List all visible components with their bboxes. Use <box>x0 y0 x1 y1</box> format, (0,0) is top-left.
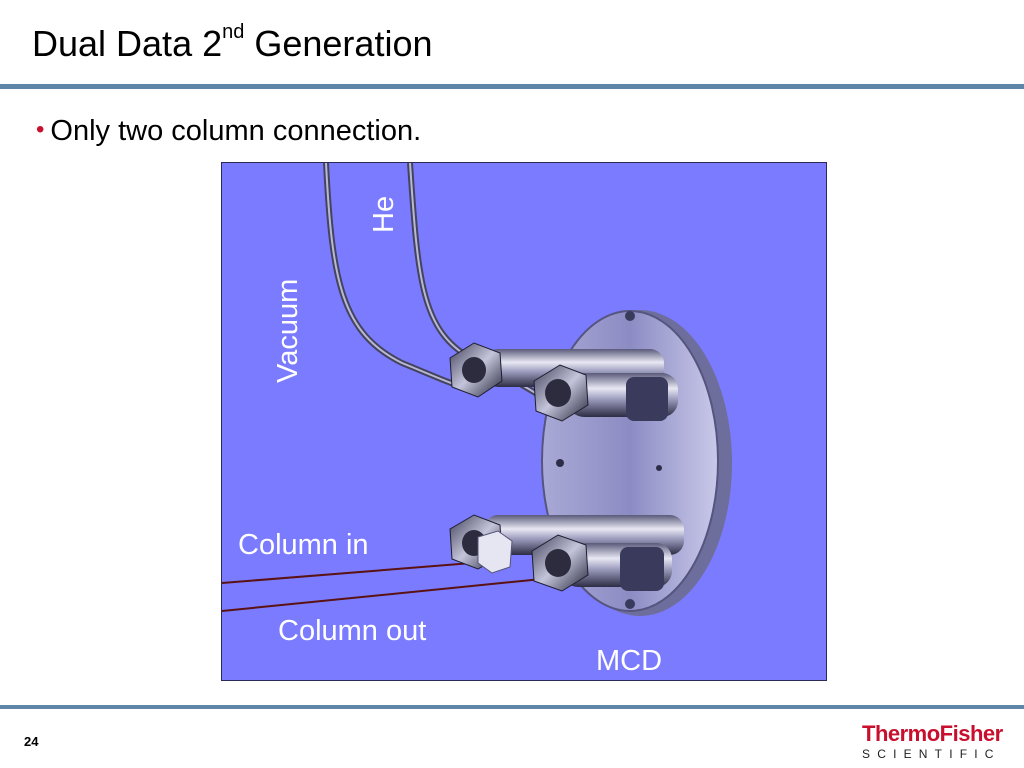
upper-fittings <box>449 342 678 422</box>
he-label: He <box>368 195 400 233</box>
slide-title: Dual Data 2nd Generation <box>32 20 432 68</box>
bullet-marker: • <box>36 116 45 143</box>
column-out-label: Column out <box>278 615 427 647</box>
capillary-lines <box>222 163 563 612</box>
bullet-item: •Only two column connection. <box>36 112 421 149</box>
vacuum-label: Vacuum <box>272 278 304 383</box>
logo-subtext: SCIENTIFIC <box>862 747 1001 761</box>
page-number: 24 <box>24 734 39 749</box>
mcd-label: MCD <box>596 645 663 677</box>
mcd-illustration: Vacuum He Column in Column out MCD <box>221 162 827 681</box>
title-rest: Generation <box>244 23 433 64</box>
thermo-fisher-logo: ThermoFisher SCIENTIFIC <box>862 721 1003 762</box>
lower-fittings <box>449 514 684 592</box>
bottom-divider <box>0 705 1024 709</box>
title-main: Dual Data 2 <box>32 23 223 64</box>
title-superscript: nd <box>222 21 245 43</box>
mcd-drawing <box>222 163 732 616</box>
column-in-label: Column in <box>238 529 369 561</box>
top-divider <box>0 84 1024 89</box>
bullet-text: Only two column connection. <box>50 115 422 147</box>
logo-brand: ThermoFisher <box>862 721 1003 746</box>
